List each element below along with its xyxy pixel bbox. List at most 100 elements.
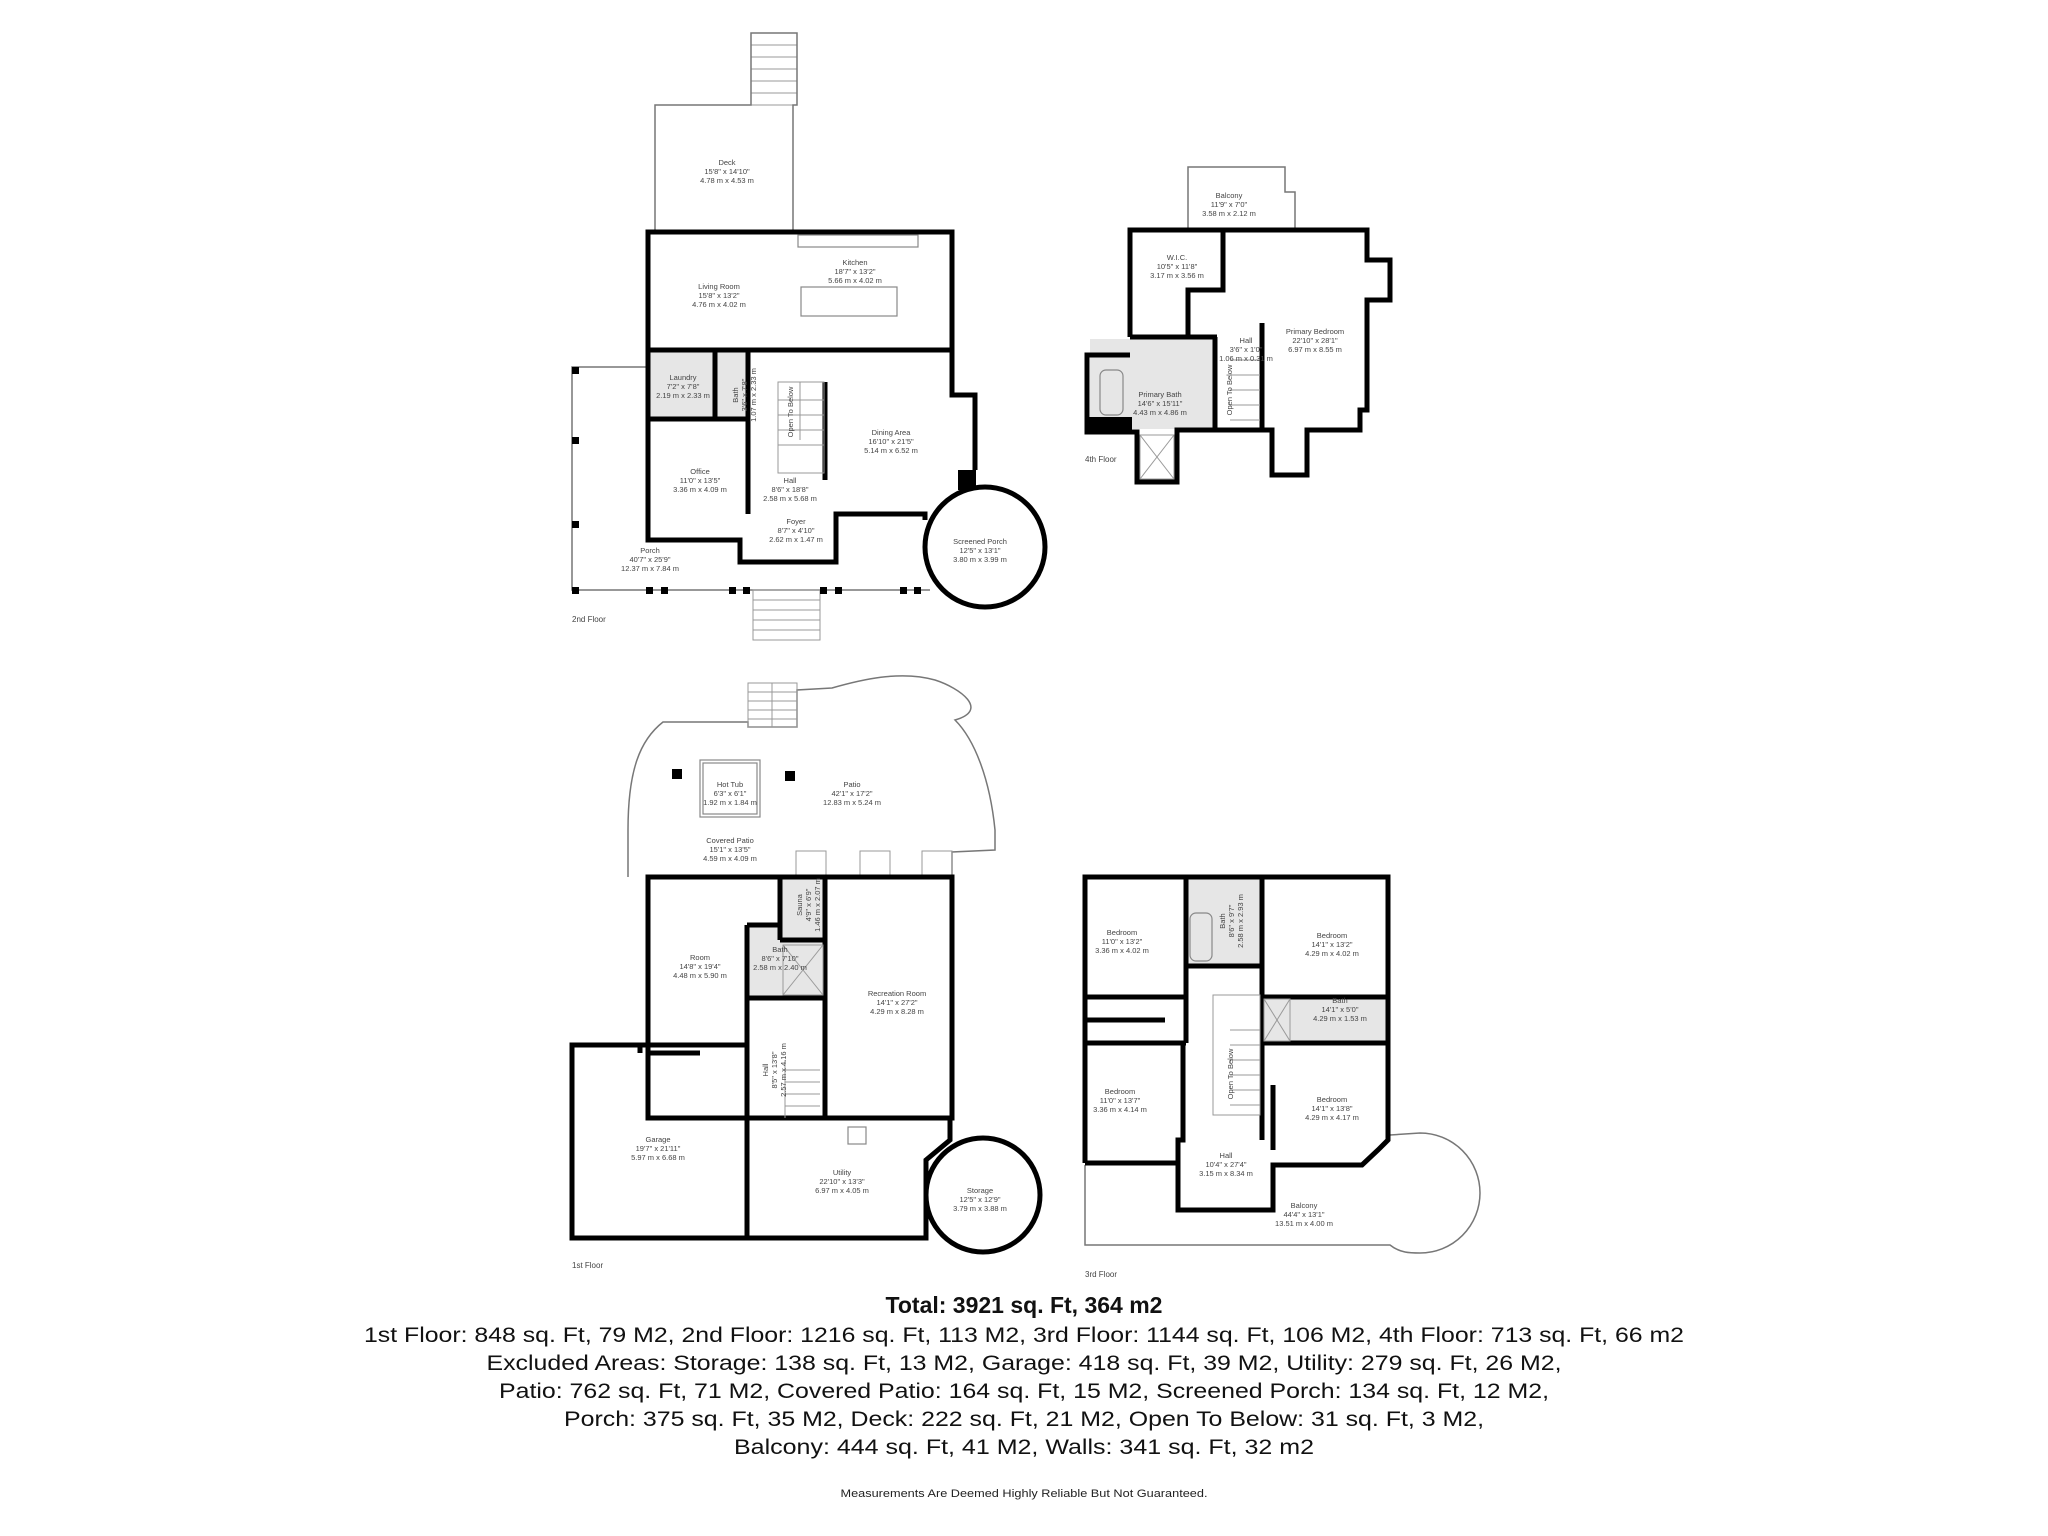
room-imperial: 14'1" x 27'2"	[876, 998, 917, 1007]
floor-label: 2nd Floor	[572, 615, 606, 624]
room-name: Balcony	[1291, 1201, 1318, 1210]
room-metric: 6.97 m x 4.05 m	[815, 1186, 869, 1195]
area-summary: Total: 3921 sq. Ft, 364 m2 1st Floor: 84…	[364, 1292, 1684, 1500]
patio-outline	[627, 675, 996, 877]
room-metric: 3.17 m x 3.56 m	[1150, 271, 1204, 280]
room-imperial: 15'1" x 13'5"	[709, 845, 750, 854]
room-name: Bedroom	[1107, 928, 1137, 937]
room-imperial: 15'8" x 14'10"	[704, 167, 750, 176]
balcony-outline	[1084, 1132, 1481, 1254]
room-imperial: 4'9" x 6'9"	[804, 888, 813, 921]
room-name: Sauna	[795, 893, 804, 916]
room-metric: 2.58 m x 5.68 m	[763, 494, 817, 503]
room-name: Hot Tub	[717, 780, 743, 789]
room-imperial: 8'6" x 7'10"	[762, 954, 799, 963]
room-imperial: 14'1" x 5'0"	[1322, 1005, 1359, 1014]
room-metric: 3.79 m x 3.88 m	[953, 1204, 1007, 1213]
room-metric: 3.15 m x 8.34 m	[1199, 1169, 1253, 1178]
room-metric: 3.58 m x 2.12 m	[1202, 209, 1256, 218]
room-name: Balcony	[1216, 191, 1243, 200]
disclaimer: Measurements Are Deemed Highly Reliable …	[841, 1488, 1208, 1500]
room-imperial: 11'0" x 13'2"	[1102, 937, 1143, 946]
room-name: Covered Patio	[706, 836, 754, 845]
room-name: Primary Bath	[1138, 390, 1181, 399]
room-metric: 1.07 m x 2.33 m	[749, 368, 758, 422]
room-name: Garage	[645, 1135, 670, 1144]
room-imperial: 42'1" x 17'2"	[831, 789, 872, 798]
front-stairs	[752, 589, 821, 641]
room-imperial: 11'0" x 13'5"	[680, 476, 721, 485]
room-name: Hall	[761, 1063, 770, 1076]
room-metric: 13.51 m x 4.00 m	[1275, 1219, 1333, 1228]
room-metric: 3.80 m x 3.99 m	[953, 555, 1007, 564]
room-name: Office	[690, 467, 709, 476]
room-imperial: 12'5" x 13'1"	[959, 546, 1000, 555]
total-area: Total: 3921 sq. Ft, 364 m2	[886, 1292, 1163, 1318]
room-imperial: 15'8" x 13'2"	[698, 291, 739, 300]
room-name: Bath	[731, 387, 740, 402]
floor-label: 1st Floor	[572, 1261, 603, 1270]
hot-tub	[699, 759, 761, 818]
room-label-open-to-below: Open To Below	[1226, 1048, 1235, 1099]
room-name: Storage	[967, 1186, 993, 1195]
room-metric: 2.58 m x 2.93 m	[1236, 894, 1245, 948]
room-label-open-to-below: Open To Below	[1225, 364, 1234, 415]
room-imperial: 40'7" x 25'9"	[629, 555, 670, 564]
room-label-open-to-below: Open To Below	[786, 386, 795, 437]
room-imperial: 14'1" x 13'8"	[1311, 1104, 1352, 1113]
porch-outline	[571, 366, 930, 591]
stairwell	[777, 381, 825, 474]
room-metric: 4.29 m x 4.02 m	[1305, 949, 1359, 958]
room-name: Living Room	[698, 282, 740, 291]
room-imperial: 10'4" x 27'4"	[1205, 1160, 1246, 1169]
room-name: Open To Below	[786, 386, 795, 437]
floor-label: 3rd Floor	[1085, 1270, 1117, 1279]
summary-line: 1st Floor: 848 sq. Ft, 79 M2, 2nd Floor:…	[364, 1324, 1684, 1347]
room-metric: 12.83 m x 5.24 m	[823, 798, 881, 807]
room-name: Bedroom	[1317, 1095, 1347, 1104]
room-imperial: 18'7" x 13'2"	[834, 267, 875, 276]
kitchen-island	[800, 286, 898, 317]
room-name: Porch	[640, 546, 660, 555]
room-name: Kitchen	[842, 258, 867, 267]
room-name: Bath	[1218, 913, 1227, 928]
room-metric: 12.37 m x 7.84 m	[621, 564, 679, 573]
room-imperial: 14'8" x 19'4"	[679, 962, 720, 971]
room-imperial: 12'5" x 12'9"	[959, 1195, 1000, 1204]
room-metric: 4.29 m x 1.53 m	[1313, 1014, 1367, 1023]
wall-living-kitchen	[645, 229, 955, 353]
room-imperial: 22'10" x 28'1"	[1292, 336, 1338, 345]
room-imperial: 3'6" x 7'8"	[740, 378, 749, 411]
room-name: Utility	[833, 1168, 852, 1177]
room-metric: 5.14 m x 6.52 m	[864, 446, 918, 455]
room-metric: 3.36 m x 4.14 m	[1093, 1105, 1147, 1114]
room-name: Screened Porch	[953, 537, 1007, 546]
room-name: Bath	[1332, 996, 1347, 1005]
summary-line: Porch: 375 sq. Ft, 35 M2, Deck: 222 sq. …	[564, 1408, 1484, 1431]
room-name: Open To Below	[1225, 364, 1234, 415]
room-name: Hall	[1240, 336, 1253, 345]
bathtub	[1189, 912, 1213, 962]
room-imperial: 14'1" x 13'2"	[1311, 940, 1352, 949]
room-metric: 1.06 m x 0.31 m	[1219, 354, 1273, 363]
room-name: Deck	[718, 158, 735, 167]
room-name: Laundry	[669, 373, 696, 382]
room-metric: 3.36 m x 4.02 m	[1095, 946, 1149, 955]
